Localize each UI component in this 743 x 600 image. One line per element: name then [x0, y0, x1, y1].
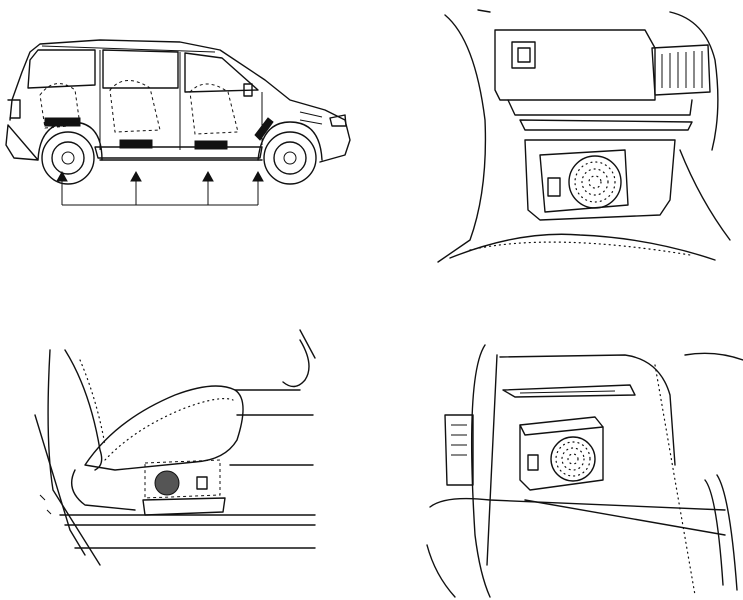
rear-wheel: [41, 131, 95, 185]
console-speaker-grille: [568, 155, 622, 209]
front-seat-unit: [194, 140, 228, 150]
side-bracket: [444, 414, 474, 486]
front-seat-view: [25, 320, 335, 580]
console-drawing: [437, 9, 731, 263]
cargo-area-view: [425, 335, 743, 600]
front-door-window: [184, 52, 259, 93]
cargo-speaker-box: [519, 416, 604, 491]
underseat-speaker-outline: [144, 459, 221, 499]
dash-panel: [494, 29, 656, 101]
center-console-view: [430, 0, 743, 270]
cargo-drawing: [426, 344, 743, 598]
air-vent: [651, 44, 711, 96]
console-speaker-enclosure: [539, 149, 629, 213]
middle-window: [102, 49, 179, 89]
middle-seat-unit: [119, 139, 153, 149]
rear-window: [27, 49, 96, 89]
front-wheel: [263, 131, 317, 185]
callout-bracket: [61, 178, 259, 206]
seat-back: [64, 349, 103, 471]
console-switch: [547, 177, 561, 197]
front-door-unit: [254, 117, 274, 141]
van-side-drawing: [5, 39, 351, 206]
underseat-speaker: [154, 470, 180, 496]
rear-speaker-unit: [44, 117, 81, 127]
van-side-view: [0, 0, 370, 230]
cargo-box-switch: [527, 454, 539, 471]
van-body-outline: [5, 39, 351, 163]
cargo-speaker-grille: [550, 436, 596, 482]
seat-drawing: [34, 329, 316, 566]
